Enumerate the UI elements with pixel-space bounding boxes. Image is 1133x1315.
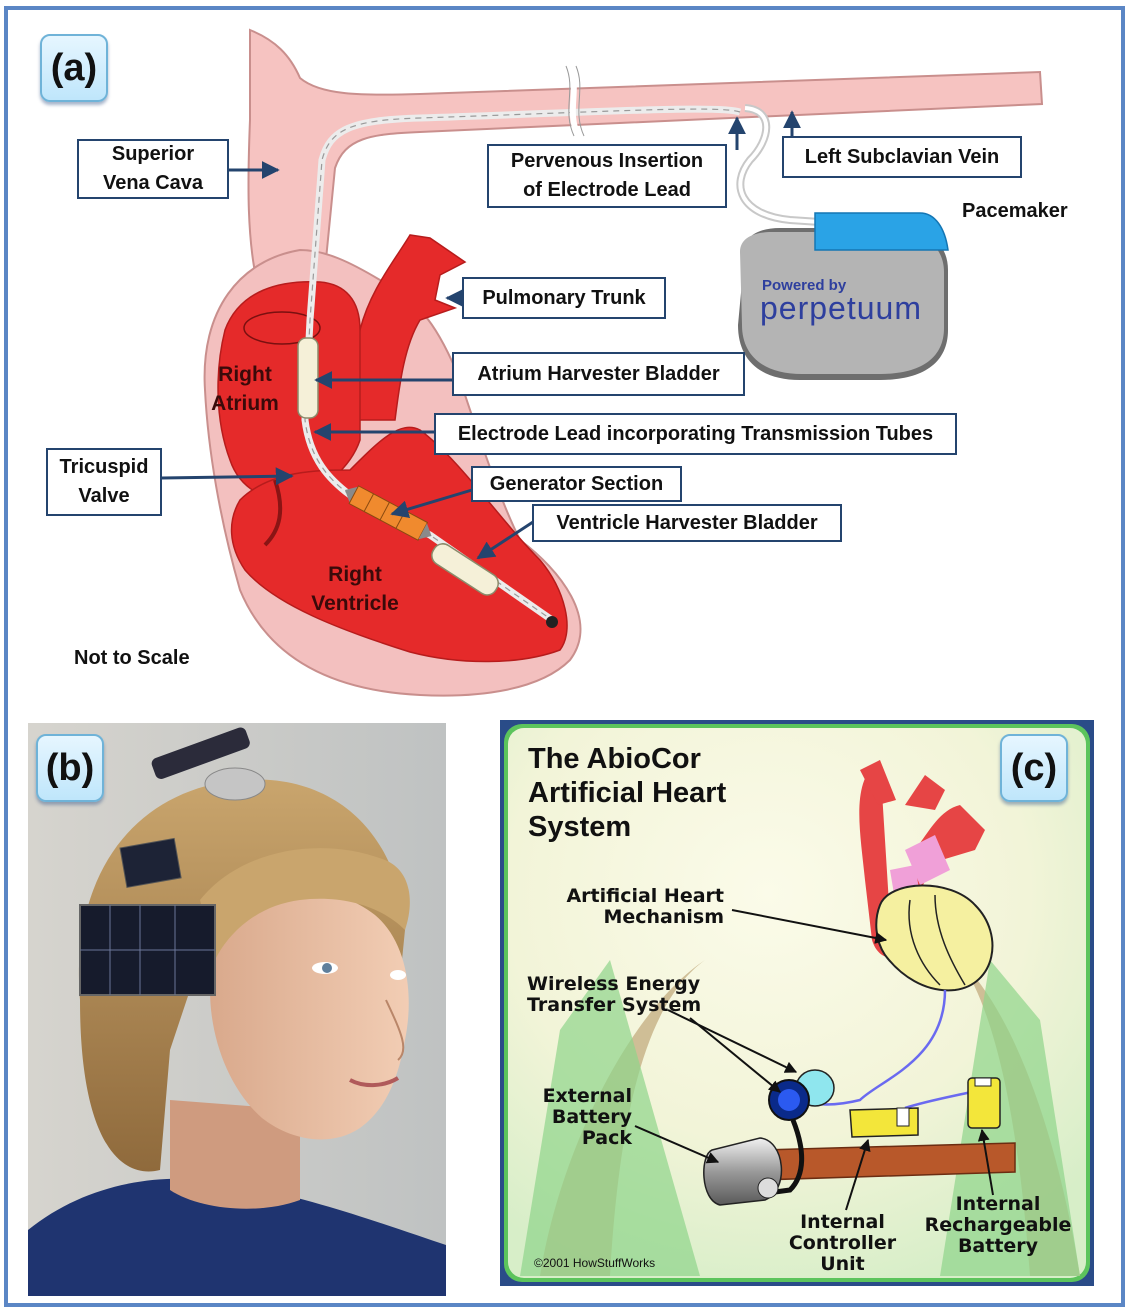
internal-controller-label: Internal Controller Unit	[785, 1212, 900, 1275]
pulmonary-trunk-label: Pulmonary Trunk	[462, 277, 666, 319]
panel-c-tag: (c)	[1000, 734, 1068, 802]
artificial-heart-mechanism-label: Artificial Heart Mechanism	[562, 886, 724, 928]
pervenous-insertion-label: Pervenous Insertion of Electrode Lead	[487, 144, 727, 208]
panel-b-photo	[28, 723, 446, 1296]
pacemaker-logo-word: perpetuum	[760, 290, 922, 327]
pacemaker-label: Pacemaker	[962, 200, 1068, 223]
panel-b-tag: (b)	[36, 734, 104, 802]
right-atrium-label: Right Atrium	[200, 360, 290, 419]
left-subclavian-vein-label: Left Subclavian Vein	[782, 136, 1022, 178]
not-to-scale-note: Not to Scale	[74, 647, 190, 670]
internal-rechargeable-label: Internal Rechargeable Battery	[922, 1194, 1074, 1257]
atrium-harvester-bladder	[298, 338, 318, 418]
tricuspid-valve-label: Tricuspid Valve	[46, 448, 162, 516]
howstuffworks-copyright: ©2001 HowStuffWorks	[534, 1256, 655, 1270]
external-battery-label: External Battery Pack	[540, 1086, 632, 1149]
generator-section-label: Generator Section	[471, 466, 682, 502]
right-ventricle-label: Right Ventricle	[300, 560, 410, 619]
electrode-lead-label: Electrode Lead incorporating Transmissio…	[434, 413, 957, 455]
wireless-energy-label: Wireless Energy Transfer System	[527, 974, 701, 1016]
panel-a-tag: (a)	[40, 34, 108, 102]
superior-vena-cava-label: Superior Vena Cava	[77, 139, 229, 199]
atrium-harvester-label: Atrium Harvester Bladder	[452, 352, 745, 396]
abiocor-title: The AbioCor Artificial Heart System	[528, 742, 726, 845]
ventricle-harvester-label: Ventricle Harvester Bladder	[532, 504, 842, 542]
